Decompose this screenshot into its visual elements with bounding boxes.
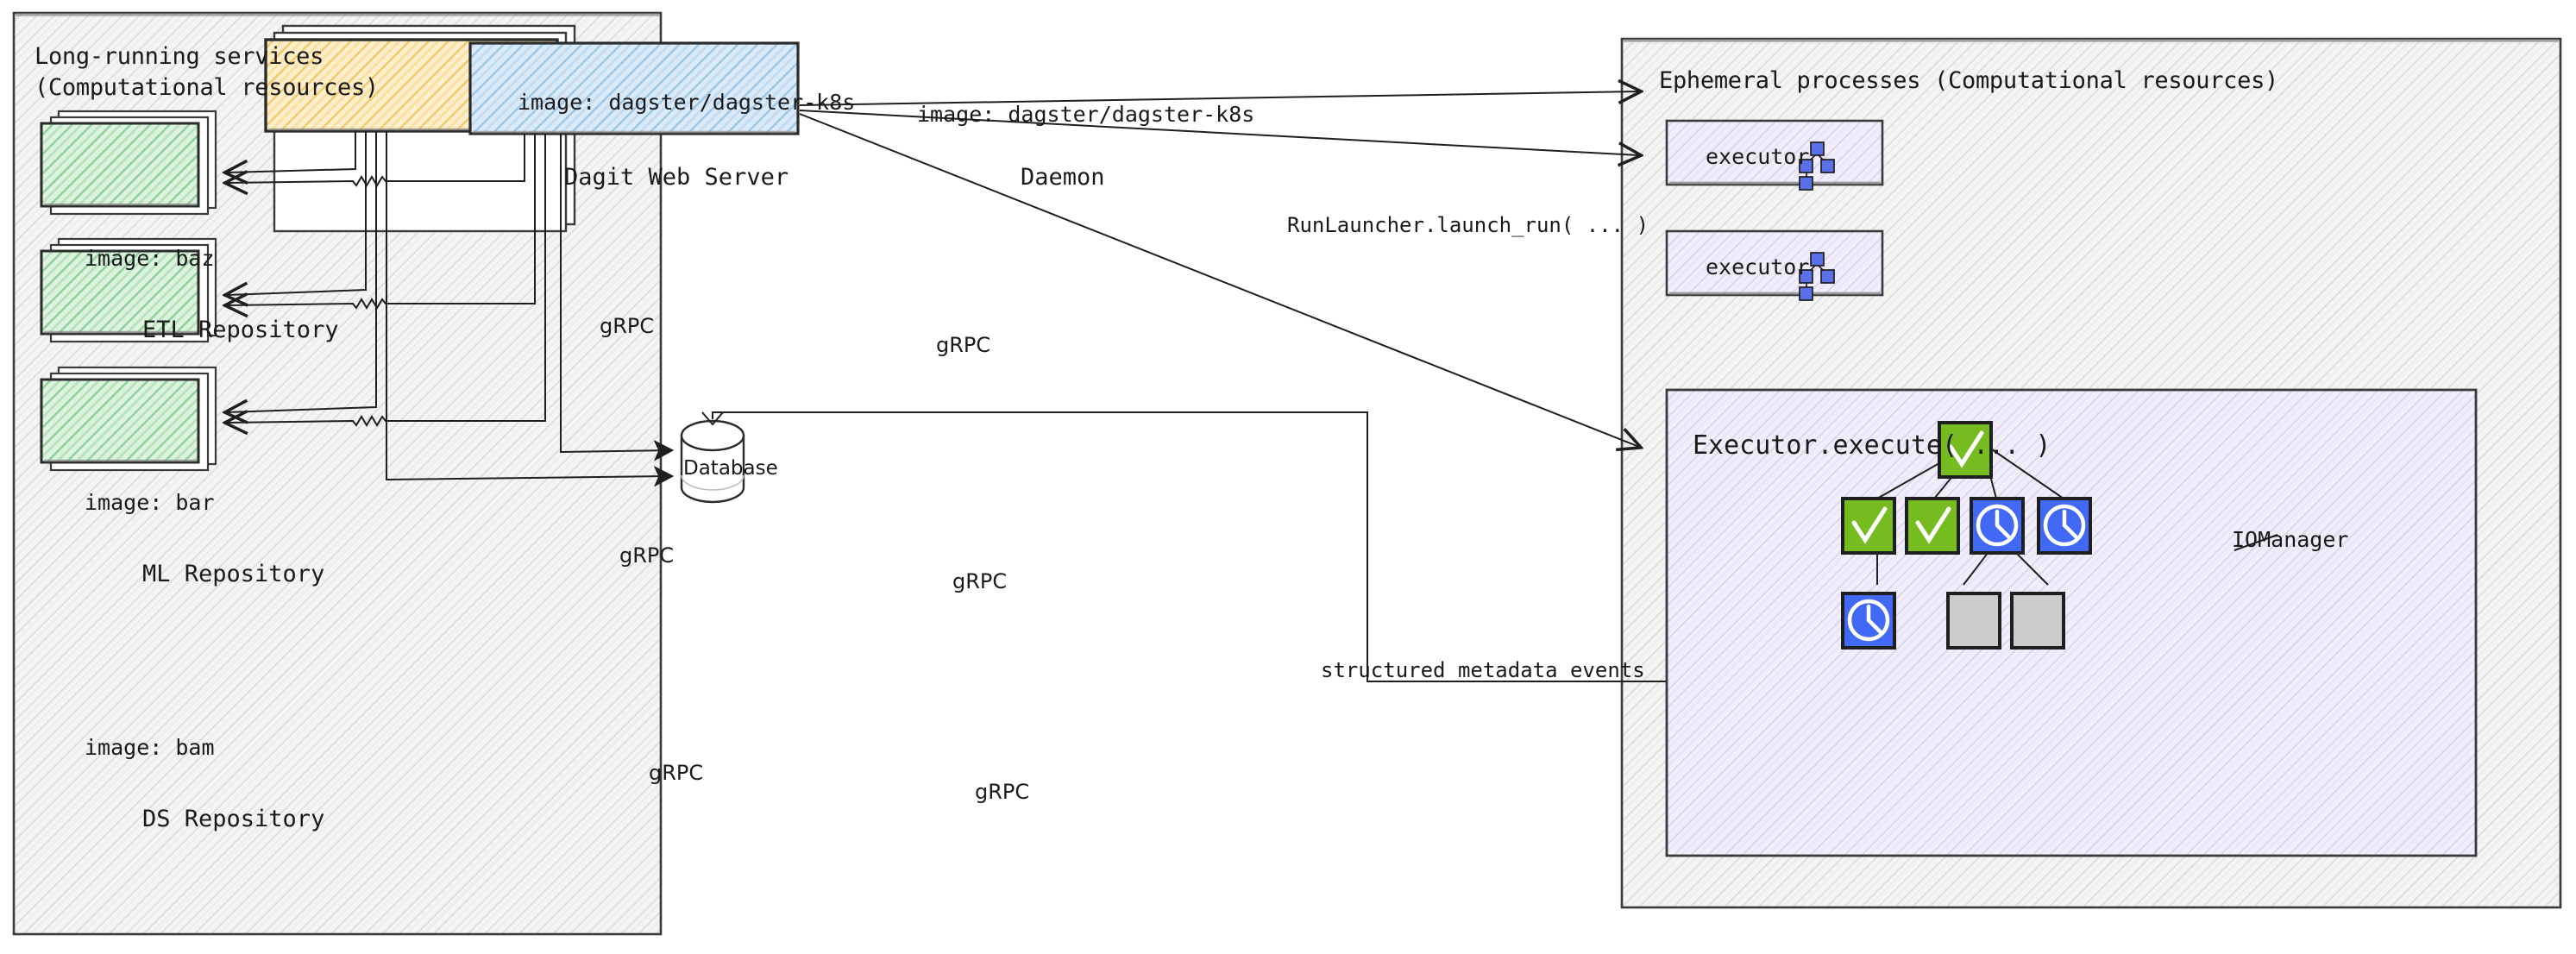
service-daemon[interactable] <box>468 41 800 135</box>
panel-title-long-running-line2: (Computational resources) <box>35 74 379 101</box>
grpc-label-6: gRPC <box>975 780 1030 804</box>
dag-node-s2[interactable] <box>1905 497 1960 555</box>
dagit-name-label: Dagit Web Server <box>564 164 789 191</box>
dag-node-root[interactable] <box>1938 421 1993 479</box>
grpc-label-2: gRPC <box>936 333 991 357</box>
metadata-arrowhead <box>701 411 724 426</box>
panel-title-long-running-line1: Long-running services <box>35 43 324 70</box>
iomanager-leader-line <box>2234 534 2278 551</box>
panel-title-ephemeral: Ephemeral processes (Computational resou… <box>1659 67 2278 94</box>
edge-metadata-events <box>712 411 1668 682</box>
daemon-image-label: image: dagster/dagster-k8s <box>917 102 1255 127</box>
metadata-events-label: structured metadata events <box>1321 658 1645 682</box>
dag-node-q2[interactable] <box>2010 592 2065 650</box>
repo-2-name-label: DS Repository <box>142 806 325 832</box>
executor-box-2[interactable] <box>1665 229 1884 297</box>
dag-node-r3[interactable] <box>1841 592 1896 650</box>
execution-dag-nodes <box>1841 421 2092 650</box>
grpc-label-4: gRPC <box>952 569 1008 593</box>
repo-2-image-label: image: bam <box>85 735 215 760</box>
edge-runlauncher-group <box>799 91 1639 447</box>
execution-panel-title: Executor.execute( ... ) <box>1693 430 2051 461</box>
repository-etl[interactable] <box>40 110 217 216</box>
dagit-image-label: image: dagster/dagster-k8s <box>518 90 856 115</box>
database-label: Database <box>683 457 778 480</box>
repo-0-image-label: image: baz <box>85 246 215 271</box>
dag-node-q1[interactable] <box>1946 592 2001 650</box>
executor-0-label: executor <box>1706 144 1810 169</box>
iomanager-label: IOManager <box>2232 527 2349 552</box>
executor-1-label: executor <box>1706 254 1810 279</box>
grpc-label-5: gRPC <box>649 761 704 785</box>
repo-0-name-label: ETL Repository <box>142 317 339 343</box>
repository-ml[interactable] <box>40 237 217 343</box>
grpc-label-1: gRPC <box>600 314 655 338</box>
repo-1-image-label: image: bar <box>85 490 215 515</box>
execution-panel <box>1665 388 2478 857</box>
daemon-name-label: Daemon <box>1021 164 1105 191</box>
runlauncher-label: RunLauncher.launch_run( ... ) <box>1287 213 1649 237</box>
grpc-label-3: gRPC <box>619 543 675 568</box>
repository-ds[interactable] <box>40 366 217 472</box>
dag-node-r2[interactable] <box>2037 497 2092 555</box>
database-cylinder[interactable] <box>680 419 745 504</box>
dag-node-r1[interactable] <box>1970 497 2025 555</box>
edge-grpc-group <box>227 131 546 425</box>
dag-node-s1[interactable] <box>1841 497 1896 555</box>
repo-1-name-label: ML Repository <box>142 561 325 587</box>
dag-icon-executor-1 <box>1799 141 1835 191</box>
dag-icon-executor-2 <box>1799 252 1835 301</box>
edge-to-database-group <box>386 131 671 480</box>
executor-box-1[interactable] <box>1665 119 1884 186</box>
